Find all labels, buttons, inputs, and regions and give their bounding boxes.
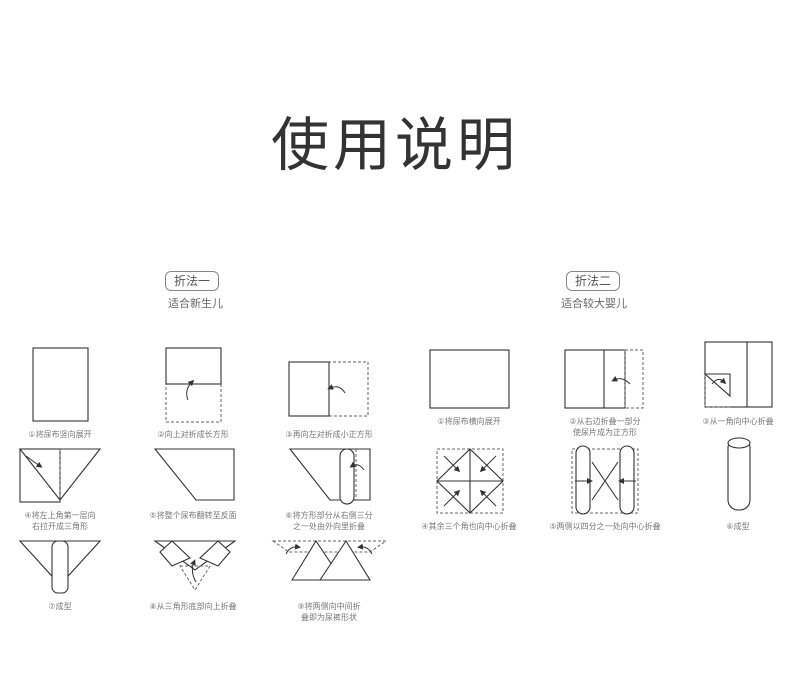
m1-step2-diagram (165, 347, 222, 423)
m1-step1-caption: ①将尿布竖向展开 (28, 430, 92, 439)
m1-step4-diagram (18, 448, 102, 503)
m2-step6-caption: ⑥成型 (726, 522, 750, 531)
m1-step9-diagram (271, 539, 388, 581)
method1-badge: 折法一 (165, 271, 220, 291)
m1-step7-caption: ⑦成型 (48, 602, 72, 611)
m1-step7-diagram (18, 540, 102, 594)
m2-step6-diagram (727, 437, 751, 511)
m2-step2-caption: ②从右边折叠一部分 使尿片成为正方形 (569, 417, 641, 437)
m1-step3-diagram (288, 361, 369, 417)
m2-step5-diagram (571, 445, 639, 515)
m2-step1-diagram (429, 349, 510, 409)
m2-step5-caption: ⑤两侧以四分之一处向中心折叠 (549, 522, 661, 531)
m2-step2-diagram (564, 349, 644, 409)
method2-subtitle: 适合较大婴儿 (561, 297, 627, 310)
m2-step4-diagram (436, 448, 504, 514)
m2-step3-diagram (703, 341, 773, 408)
method2-badge: 折法二 (566, 271, 621, 291)
m1-step8-caption: ⑧从三角形底部向上折叠 (149, 602, 237, 611)
m2-step3-caption: ③从一角向中心折叠 (702, 417, 774, 426)
m1-step5-diagram (153, 448, 235, 501)
m1-step9-caption: ⑨将两侧向中间折 叠即为尿裤形状 (297, 602, 361, 622)
m1-step5-caption: ⑤将整个尿布翻转至反面 (149, 511, 237, 520)
m1-step6-caption: ⑥将方形部分从右侧三分 之一处由外向里折叠 (285, 511, 373, 531)
page-title: 使用说明 (270, 111, 519, 179)
m1-step2-caption: ②向上对折成长方形 (157, 430, 229, 439)
m2-step1-caption: ①将尿布横向展开 (437, 417, 501, 426)
m1-step8-diagram (153, 540, 237, 591)
m1-step6-diagram (288, 448, 371, 505)
m1-step3-caption: ③再向左对折成小正方形 (285, 430, 373, 439)
m2-step4-caption: ④其余三个角也向中心折叠 (421, 522, 517, 531)
m1-step4-caption: ④将左上角第一层向 右拉开成三角形 (24, 511, 96, 531)
m1-step1-diagram (32, 347, 89, 422)
method1-subtitle: 适合新生儿 (168, 297, 223, 310)
